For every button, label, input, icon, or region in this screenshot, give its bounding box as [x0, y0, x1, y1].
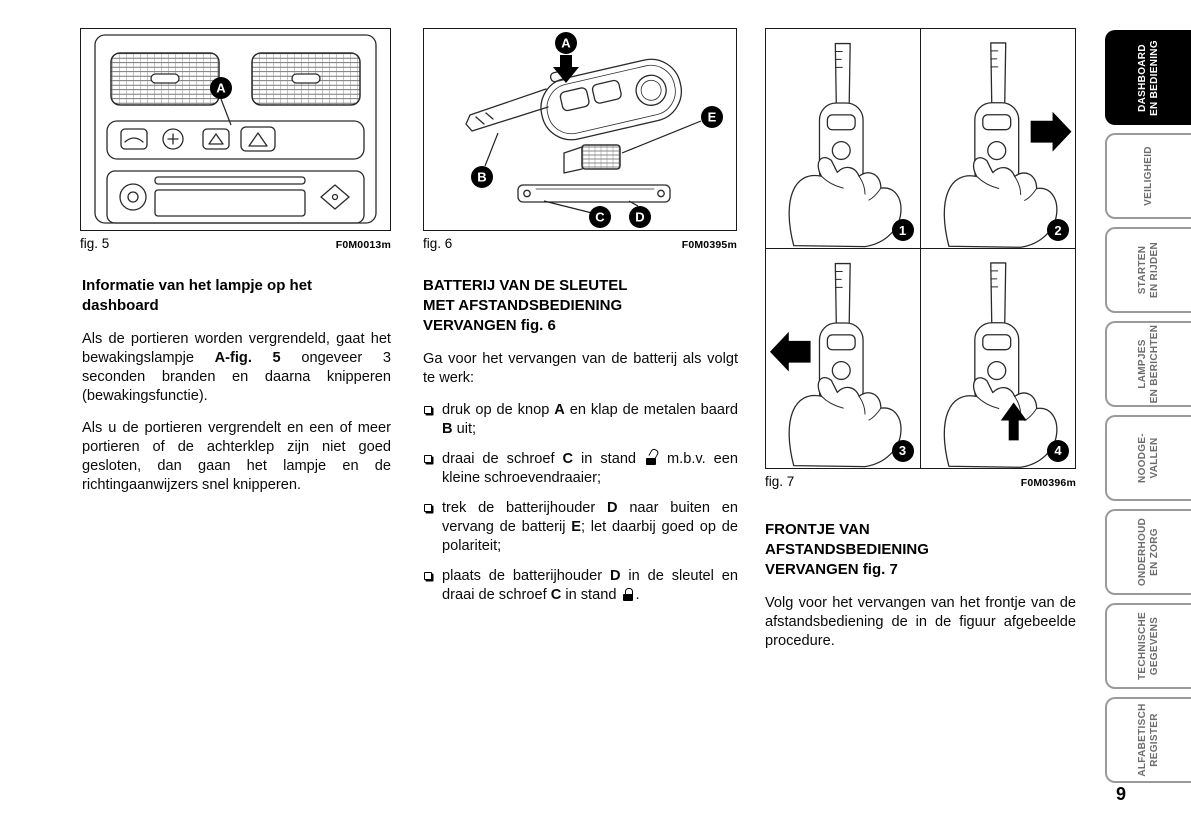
checkbox-bullet-icon	[424, 405, 432, 414]
step-1-badge: 1	[891, 219, 914, 242]
page-number: 9	[1116, 784, 1127, 804]
left-air-vent	[110, 52, 220, 106]
metal-blade	[465, 88, 549, 132]
dashboard-illustration: A	[94, 34, 377, 224]
left-column: Informatie van het lampje op het dashboa…	[82, 276, 391, 508]
fig6-callout-e: E	[621, 106, 723, 154]
fig5-callout-a: A	[210, 77, 232, 126]
key-fob-body	[540, 58, 682, 141]
tab-label: STARTEN EN RIJDEN	[1137, 241, 1160, 299]
fig6-callout-b: B	[471, 132, 499, 188]
paragraph: Als u de portieren vergrendelt en een of…	[82, 420, 391, 493]
fig7-step-4-panel: 4	[921, 249, 1076, 468]
hand-key-illustration-4	[921, 249, 1076, 468]
chapter-tab-sidebar: DASHBOARD EN BEDIENING VEILIGHEID STARTE…	[1105, 30, 1191, 783]
right-arrow-icon	[1030, 111, 1072, 152]
list-item-text: druk op de knop A en klap de metalen baa…	[442, 402, 738, 437]
figure-5-box: A	[80, 28, 391, 231]
fig6-code: F0M0395m	[681, 239, 737, 251]
fig7-code: F0M0396m	[1020, 477, 1076, 489]
fig5-code: F0M0013m	[335, 239, 391, 251]
right-air-vent	[251, 52, 361, 106]
radio-unit	[106, 170, 365, 224]
svg-text:E: E	[708, 110, 717, 125]
fig7-step-1-panel: 1	[766, 29, 921, 250]
middle-column: BATTERIJ VAN DE SLEUTEL MET AFSTANDSBEDI…	[423, 276, 738, 616]
tab-label: VEILIGHEID	[1143, 146, 1154, 206]
fig6-callout-a: A	[553, 32, 579, 83]
hand-key-illustration-2	[921, 29, 1072, 248]
step-2-badge: 2	[1047, 219, 1069, 242]
key-remote-illustration: A B C D	[465, 32, 723, 228]
svg-text:A: A	[216, 81, 226, 96]
sidebar-tab-noodgevallen[interactable]: NOODGE- VALLEN	[1105, 415, 1191, 501]
middle-column-heading: BATTERIJ VAN DE SLEUTEL MET AFSTANDSBEDI…	[423, 277, 628, 334]
sidebar-tab-alfabetisch-register[interactable]: ALFABETISCH REGISTER	[1105, 697, 1191, 783]
right-column: FRONTJE VAN AFSTANDSBEDIENING VERVANGEN …	[765, 520, 1076, 664]
tab-label: ALFABETISCH REGISTER	[1137, 703, 1160, 777]
list-item: plaats de batterijhouder D in de sleutel…	[423, 567, 738, 605]
fig6-caption: fig. 6	[423, 236, 453, 251]
list-item-text: draai de schroef C in stand m.b.v. een k…	[442, 451, 738, 486]
right-column-heading: FRONTJE VAN AFSTANDSBEDIENING VERVANGEN …	[765, 521, 929, 578]
list-item: trek de batterijhouder D naar buiten en …	[423, 499, 738, 556]
tab-label: NOODGE- VALLEN	[1137, 433, 1160, 483]
sidebar-tab-onderhoud-en-zorg[interactable]: ONDERHOUD EN ZORG	[1105, 509, 1191, 595]
svg-text:C: C	[595, 210, 605, 225]
sidebar-tab-dashboard-en-bediening[interactable]: DASHBOARD EN BEDIENING	[1105, 30, 1191, 125]
svg-text:B: B	[477, 170, 486, 185]
hand-key-illustration-3	[769, 249, 920, 468]
step-4-badge: 4	[1047, 439, 1069, 462]
paragraph: Ga voor het vervangen van de batterij al…	[423, 351, 738, 386]
tab-label: ONDERHOUD EN ZORG	[1137, 517, 1160, 587]
fig5-caption: fig. 5	[80, 236, 110, 251]
figure-6-box: A B C D	[423, 28, 737, 231]
padlock-closed-icon	[622, 588, 634, 601]
tab-label: TECHNISCHE GEGEVENS	[1137, 612, 1160, 681]
svg-text:D: D	[635, 210, 644, 225]
svg-text:A: A	[561, 36, 571, 51]
fig7-step-2-panel: 2	[920, 29, 1075, 250]
fig7-caption: fig. 7	[765, 474, 795, 489]
sidebar-tab-starten-en-rijden[interactable]: STARTEN EN RIJDEN	[1105, 227, 1191, 313]
tab-label: LAMPJES EN BERICHTEN	[1137, 324, 1160, 404]
sidebar-tab-technische-gegevens[interactable]: TECHNISCHE GEGEVENS	[1105, 603, 1191, 689]
up-arrow-icon	[1000, 402, 1027, 441]
figure-6-block: A B C D	[423, 28, 737, 251]
checkbox-bullet-icon	[424, 454, 432, 463]
padlock-open-icon	[646, 452, 657, 465]
hand-key-illustration-1	[766, 29, 920, 248]
left-arrow-icon	[769, 332, 811, 372]
checkbox-bullet-icon	[424, 571, 432, 580]
figure-7-box: 1 2 3	[765, 28, 1076, 469]
list-item: draai de schroef C in stand m.b.v. een k…	[423, 450, 738, 488]
paragraph: Als de portieren worden vergrendeld, gaa…	[82, 331, 391, 404]
sidebar-tab-lampjes-en-berichten[interactable]: LAMPJES EN BERICHTEN	[1105, 321, 1191, 407]
checkbox-bullet-icon	[424, 503, 432, 512]
paragraph: Volg voor het vervangen van het frontje …	[765, 595, 1076, 649]
tab-label: DASHBOARD EN BEDIENING	[1137, 39, 1160, 116]
figure-7-block: 1 2 3	[765, 28, 1076, 489]
list-item: druk op de knop A en klap de metalen baa…	[423, 401, 738, 439]
figure-5-block: A fig. 5 F0M0013m	[80, 28, 391, 251]
list-item-text: trek de batterijhouder D naar buiten en …	[442, 500, 739, 554]
fig6-callout-c: C	[543, 200, 611, 228]
fig7-step-3-panel: 3	[766, 249, 921, 468]
step-3-badge: 3	[891, 439, 914, 462]
sidebar-tab-veiligheid[interactable]: VEILIGHEID	[1105, 133, 1191, 219]
list-item-text: plaats de batterijhouder D in de sleutel…	[442, 568, 738, 603]
battery-holder	[517, 144, 671, 203]
fig6-callout-d: D	[628, 200, 651, 228]
button-row	[106, 120, 365, 160]
left-column-heading: Informatie van het lampje op het dashboa…	[82, 277, 313, 314]
